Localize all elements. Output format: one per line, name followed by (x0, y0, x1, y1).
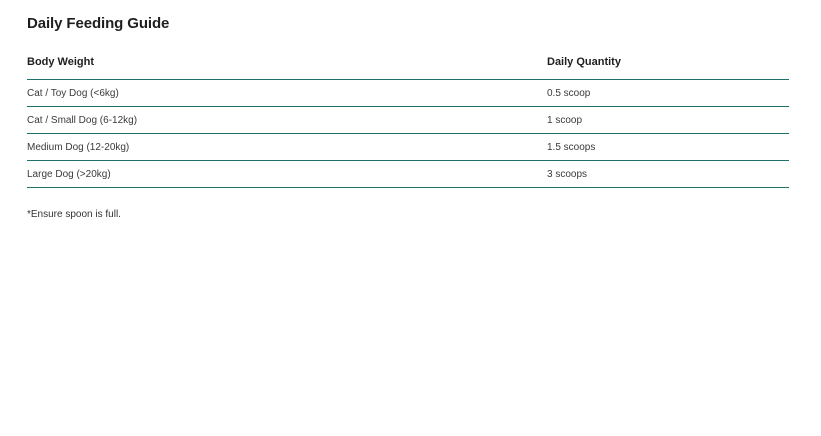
daily-quantity-cell: 1.5 scoops (547, 141, 596, 153)
feeding-guide: Daily Feeding Guide Body Weight Daily Qu… (27, 14, 789, 220)
body-weight-cell: Medium Dog (12-20kg) (27, 141, 130, 153)
table-row: Cat / Small Dog (6-12kg) 1 scoop (27, 107, 789, 134)
body-weight-cell: Cat / Toy Dog (<6kg) (27, 87, 119, 99)
table-row: Medium Dog (12-20kg) 1.5 scoops (27, 134, 789, 161)
daily-quantity-cell: 0.5 scoop (547, 87, 591, 99)
table-row: Cat / Toy Dog (<6kg) 0.5 scoop (27, 80, 789, 107)
feeding-table: Body Weight Daily Quantity Cat / Toy Dog… (27, 47, 789, 188)
column-header-daily-quantity: Daily Quantity (547, 56, 621, 68)
daily-quantity-cell: 1 scoop (547, 114, 583, 126)
body-weight-cell: Large Dog (>20kg) (27, 168, 111, 180)
table-header-row: Body Weight Daily Quantity (27, 47, 789, 80)
daily-quantity-cell: 3 scoops (547, 168, 588, 180)
body-weight-cell: Cat / Small Dog (6-12kg) (27, 114, 138, 126)
column-header-body-weight: Body Weight (27, 56, 95, 68)
footnote: *Ensure spoon is full. (27, 209, 121, 220)
guide-title: Daily Feeding Guide (27, 15, 170, 32)
table-row: Large Dog (>20kg) 3 scoops (27, 161, 789, 188)
